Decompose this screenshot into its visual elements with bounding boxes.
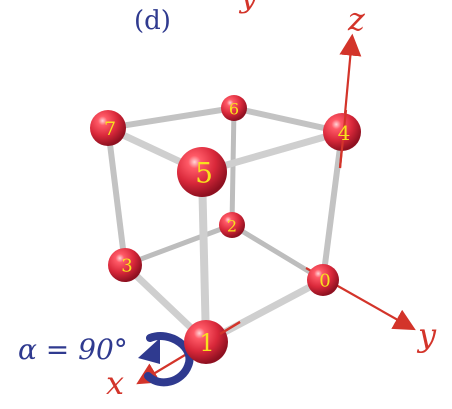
vertices	[90, 95, 361, 364]
edge-7-6	[105, 105, 237, 131]
vertex-labels: 6 2 0 7 4 3 5 1	[104, 100, 350, 358]
vertex-0	[307, 264, 339, 296]
vertex-label-6: 6	[229, 100, 239, 119]
edge-7-3	[105, 125, 128, 268]
x-axis-front-segment	[219, 321, 241, 335]
vertex-4	[323, 113, 361, 151]
edge-4-0	[320, 129, 345, 283]
vertex-label-0: 0	[319, 271, 330, 292]
vertex-label-5: 5	[195, 157, 213, 190]
vertex-label-4: 4	[338, 121, 351, 145]
rotation-arrow-icon	[138, 332, 194, 387]
vertex-label-3: 3	[121, 256, 132, 277]
panel-label: (d)	[134, 6, 171, 36]
vertex-6	[221, 95, 247, 121]
edge-2-0	[229, 222, 326, 283]
vertex-7	[90, 110, 126, 146]
axis-label-x: x	[106, 364, 125, 402]
axes	[136, 33, 416, 385]
edge-5-1	[198, 168, 210, 346]
z-axis-front-segment	[338, 109, 348, 169]
vertex-label-7: 7	[104, 118, 116, 140]
vertex-label-2: 2	[227, 217, 237, 236]
axis-label-y: y	[418, 316, 437, 354]
rotation-angle-label: α = 90°	[18, 333, 128, 366]
vertex-1	[184, 320, 228, 364]
vertex-2	[219, 212, 245, 238]
vertex-label-1: 1	[199, 329, 214, 357]
axis-label-top-cut: y	[240, 0, 257, 15]
vertex-3	[108, 248, 142, 282]
axis-label-z: z	[348, 0, 365, 38]
edge-2-3	[122, 222, 235, 268]
vertex-5	[177, 147, 227, 197]
